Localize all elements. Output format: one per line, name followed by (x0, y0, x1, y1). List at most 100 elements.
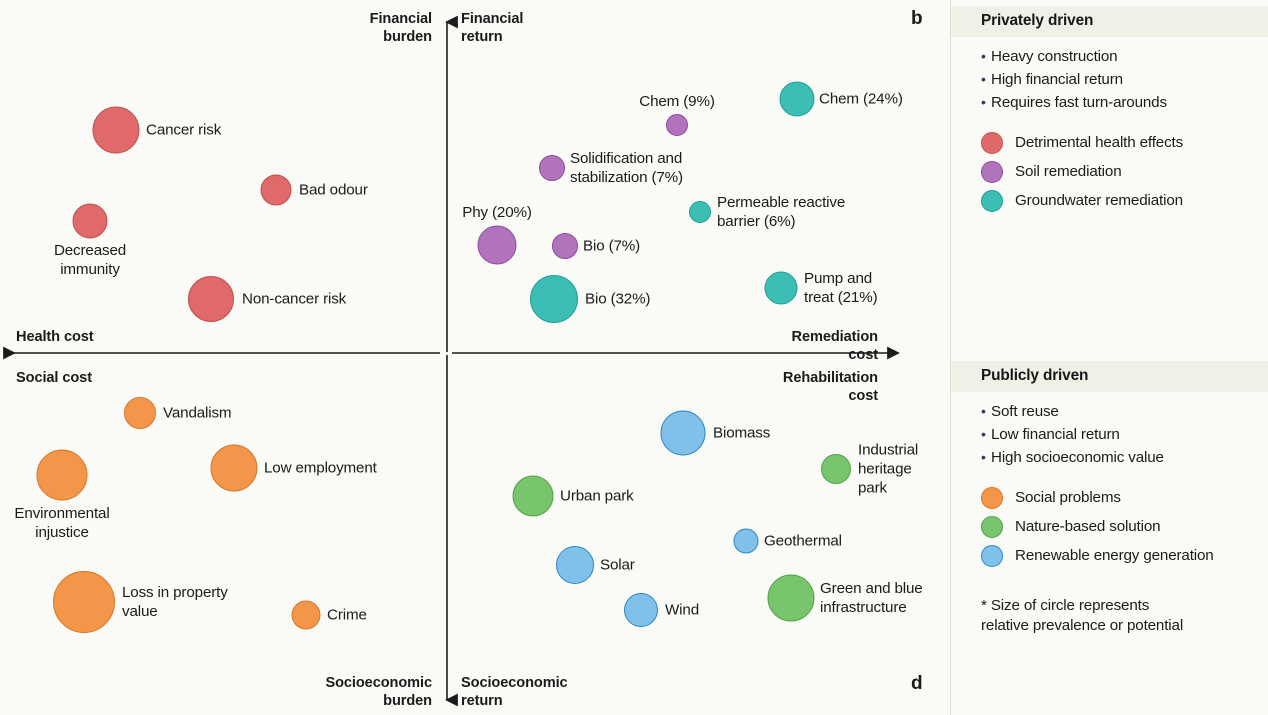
axis-label-financial-burden: Financial burden (369, 11, 432, 45)
legend-private-swatch-item[interactable]: Detrimental health effects (981, 128, 1268, 157)
bullet-dot-icon: • (981, 449, 986, 465)
bubble-non-cancer-risk (188, 276, 234, 322)
bubble-label: Solar (600, 556, 635, 574)
bubble-label: Solidification and stabilization (7%) (570, 150, 683, 186)
bubble-crime (291, 600, 321, 630)
bubble-label: Wind (665, 601, 700, 619)
axis-label-rehabilitation-cost: Rehabilitation cost (782, 370, 878, 404)
scatter-chart: Financial burden Financial return Health… (3, 8, 923, 709)
bubble-loss-in-property-value (53, 571, 115, 633)
bubble-label: Vandalism (163, 404, 232, 422)
legend-public-swatch-item[interactable]: Social problems (981, 483, 1268, 512)
bubble-label: Bad odour (299, 181, 368, 199)
bullet-dot-icon: • (981, 426, 986, 442)
axis-label-social-cost: Social cost (16, 370, 92, 386)
bubble-label: Biomass (713, 424, 771, 442)
bubble-solidification-and-stabilization-7 (539, 155, 565, 181)
bubble-label: Decreased immunity (53, 242, 127, 278)
bubble-label: Phy (20%) (462, 204, 532, 221)
legend-privately-driven: Privately driven • Heavy construction • Hig… (951, 6, 1268, 215)
legend-private-bullet: • Heavy construction (981, 45, 1268, 68)
legend-private-title: Privately driven (951, 6, 1268, 37)
bubble-phy-20 (477, 225, 517, 265)
bubble-wind (624, 593, 658, 627)
legend-private-swatch-item[interactable]: Groundwater remediation (981, 186, 1268, 215)
axis-label-socioeconomic-burden: Socioeconomic burden (325, 675, 432, 709)
bubble-bio-32 (530, 275, 578, 323)
legend-private-bullet-label: Requires fast turn-arounds (991, 94, 1167, 111)
legend-private-swatch-label: Groundwater remediation (1015, 192, 1183, 209)
bubble-label: Bio (7%) (583, 237, 641, 255)
legend-private-bullet-label: Heavy construction (991, 48, 1118, 65)
legend-swatch-circle-icon (981, 544, 1003, 567)
bubble-label: Environmental injustice (14, 505, 110, 541)
panel-letter-b: b (911, 8, 923, 29)
legend-public-bullet-label: High socioeconomic value (991, 449, 1164, 466)
bubble-pump-and-treat-21 (764, 271, 798, 305)
bubble-urban-park (512, 475, 554, 517)
legend-public-bullet-label: Soft reuse (991, 403, 1059, 420)
axis-label-financial-return: Financial return (461, 11, 524, 45)
bubble-label: Crime (327, 606, 367, 624)
bubble-vandalism (124, 397, 156, 429)
legend-private-bullets: • Heavy construction • High financial retur… (981, 45, 1268, 114)
bubble-label: Loss in property value (122, 584, 228, 620)
legend-public-swatch-label: Social problems (1015, 489, 1121, 506)
bubble-label: Non-cancer risk (242, 290, 347, 308)
panel-letter-d: d (911, 673, 923, 694)
legend-private-bullet: • Requires fast turn-arounds (981, 91, 1268, 114)
bubble-environmental-injustice (36, 449, 88, 501)
bubble-label: Urban park (560, 487, 634, 505)
bullet-dot-icon: • (981, 94, 986, 110)
legend-public-title: Publicly driven (951, 361, 1268, 392)
bubble-label: Chem (9%) (639, 93, 715, 110)
legend-public-swatch-label: Renewable energy generation (1015, 547, 1214, 564)
legend-swatch-circle-icon (981, 189, 1003, 212)
bubble-permeable-reactive-barrier-6 (689, 201, 711, 223)
bubble-cancer-risk (92, 106, 140, 154)
bubble-label: Geothermal (764, 532, 842, 550)
axis-label-health-cost: Health cost (16, 329, 94, 345)
bubble-biomass (660, 410, 706, 456)
bubble-label: Low employment (264, 459, 377, 477)
axis-label-socioeconomic-return: Socioeconomic return (461, 675, 568, 709)
legend-public-bullet: • Soft reuse (981, 400, 1268, 423)
bubble-solar (556, 546, 594, 584)
bubble-label: Green and blue infrastructure (820, 580, 923, 616)
bubble-label: Chem (24%) (819, 90, 903, 108)
legend-publicly-driven: Publicly driven • Soft reuse • Low financia… (951, 361, 1268, 636)
legend-private-swatch-label: Soil remediation (1015, 163, 1122, 180)
bubble-bad-odour (260, 174, 292, 206)
bubble-chem-9 (666, 114, 688, 136)
bubble-bio-7 (552, 233, 578, 259)
legend-public-bullets: • Soft reuse • Low financial return • High so… (981, 400, 1268, 469)
legend-public-swatch-item[interactable]: Renewable energy generation (981, 541, 1268, 570)
bubble-label: Pump and treat (21%) (804, 270, 878, 306)
legend-public-swatch-item[interactable]: Nature-based solution (981, 512, 1268, 541)
legend-private-swatch-item[interactable]: Soil remediation (981, 157, 1268, 186)
legend-public-swatch-label: Nature-based solution (1015, 518, 1161, 535)
legend-public-bullet-label: Low financial return (991, 426, 1120, 443)
bubble-label: Industrial heritage park (858, 441, 919, 497)
legend-private-bullet-label: High financial return (991, 71, 1123, 88)
bullet-dot-icon: • (981, 48, 986, 64)
bubble-low-employment (210, 444, 258, 492)
bubble-label: Permeable reactive barrier (6%) (717, 194, 846, 230)
legend-footnote: * Size of circle represents relative pre… (981, 597, 1184, 634)
bullet-dot-icon: • (981, 71, 986, 87)
axis-label-remediation-cost: Remediation cost (791, 329, 879, 363)
bubble-label: Cancer risk (146, 121, 222, 139)
legend-swatch-circle-icon (981, 160, 1003, 183)
bubble-industrial-heritage-park (821, 454, 851, 484)
bubble-label: Bio (32%) (585, 290, 651, 308)
legend-private-swatch-label: Detrimental health effects (1015, 134, 1184, 151)
bubble-decreased-immunity (72, 203, 108, 239)
legend-panel: Privately driven • Heavy construction • Hig… (950, 0, 1268, 715)
bubble-chem-24 (779, 81, 815, 117)
legend-private-bullet: • High financial return (981, 68, 1268, 91)
bullet-dot-icon: • (981, 403, 986, 419)
bubble-green-and-blue-infrastructure (767, 574, 815, 622)
